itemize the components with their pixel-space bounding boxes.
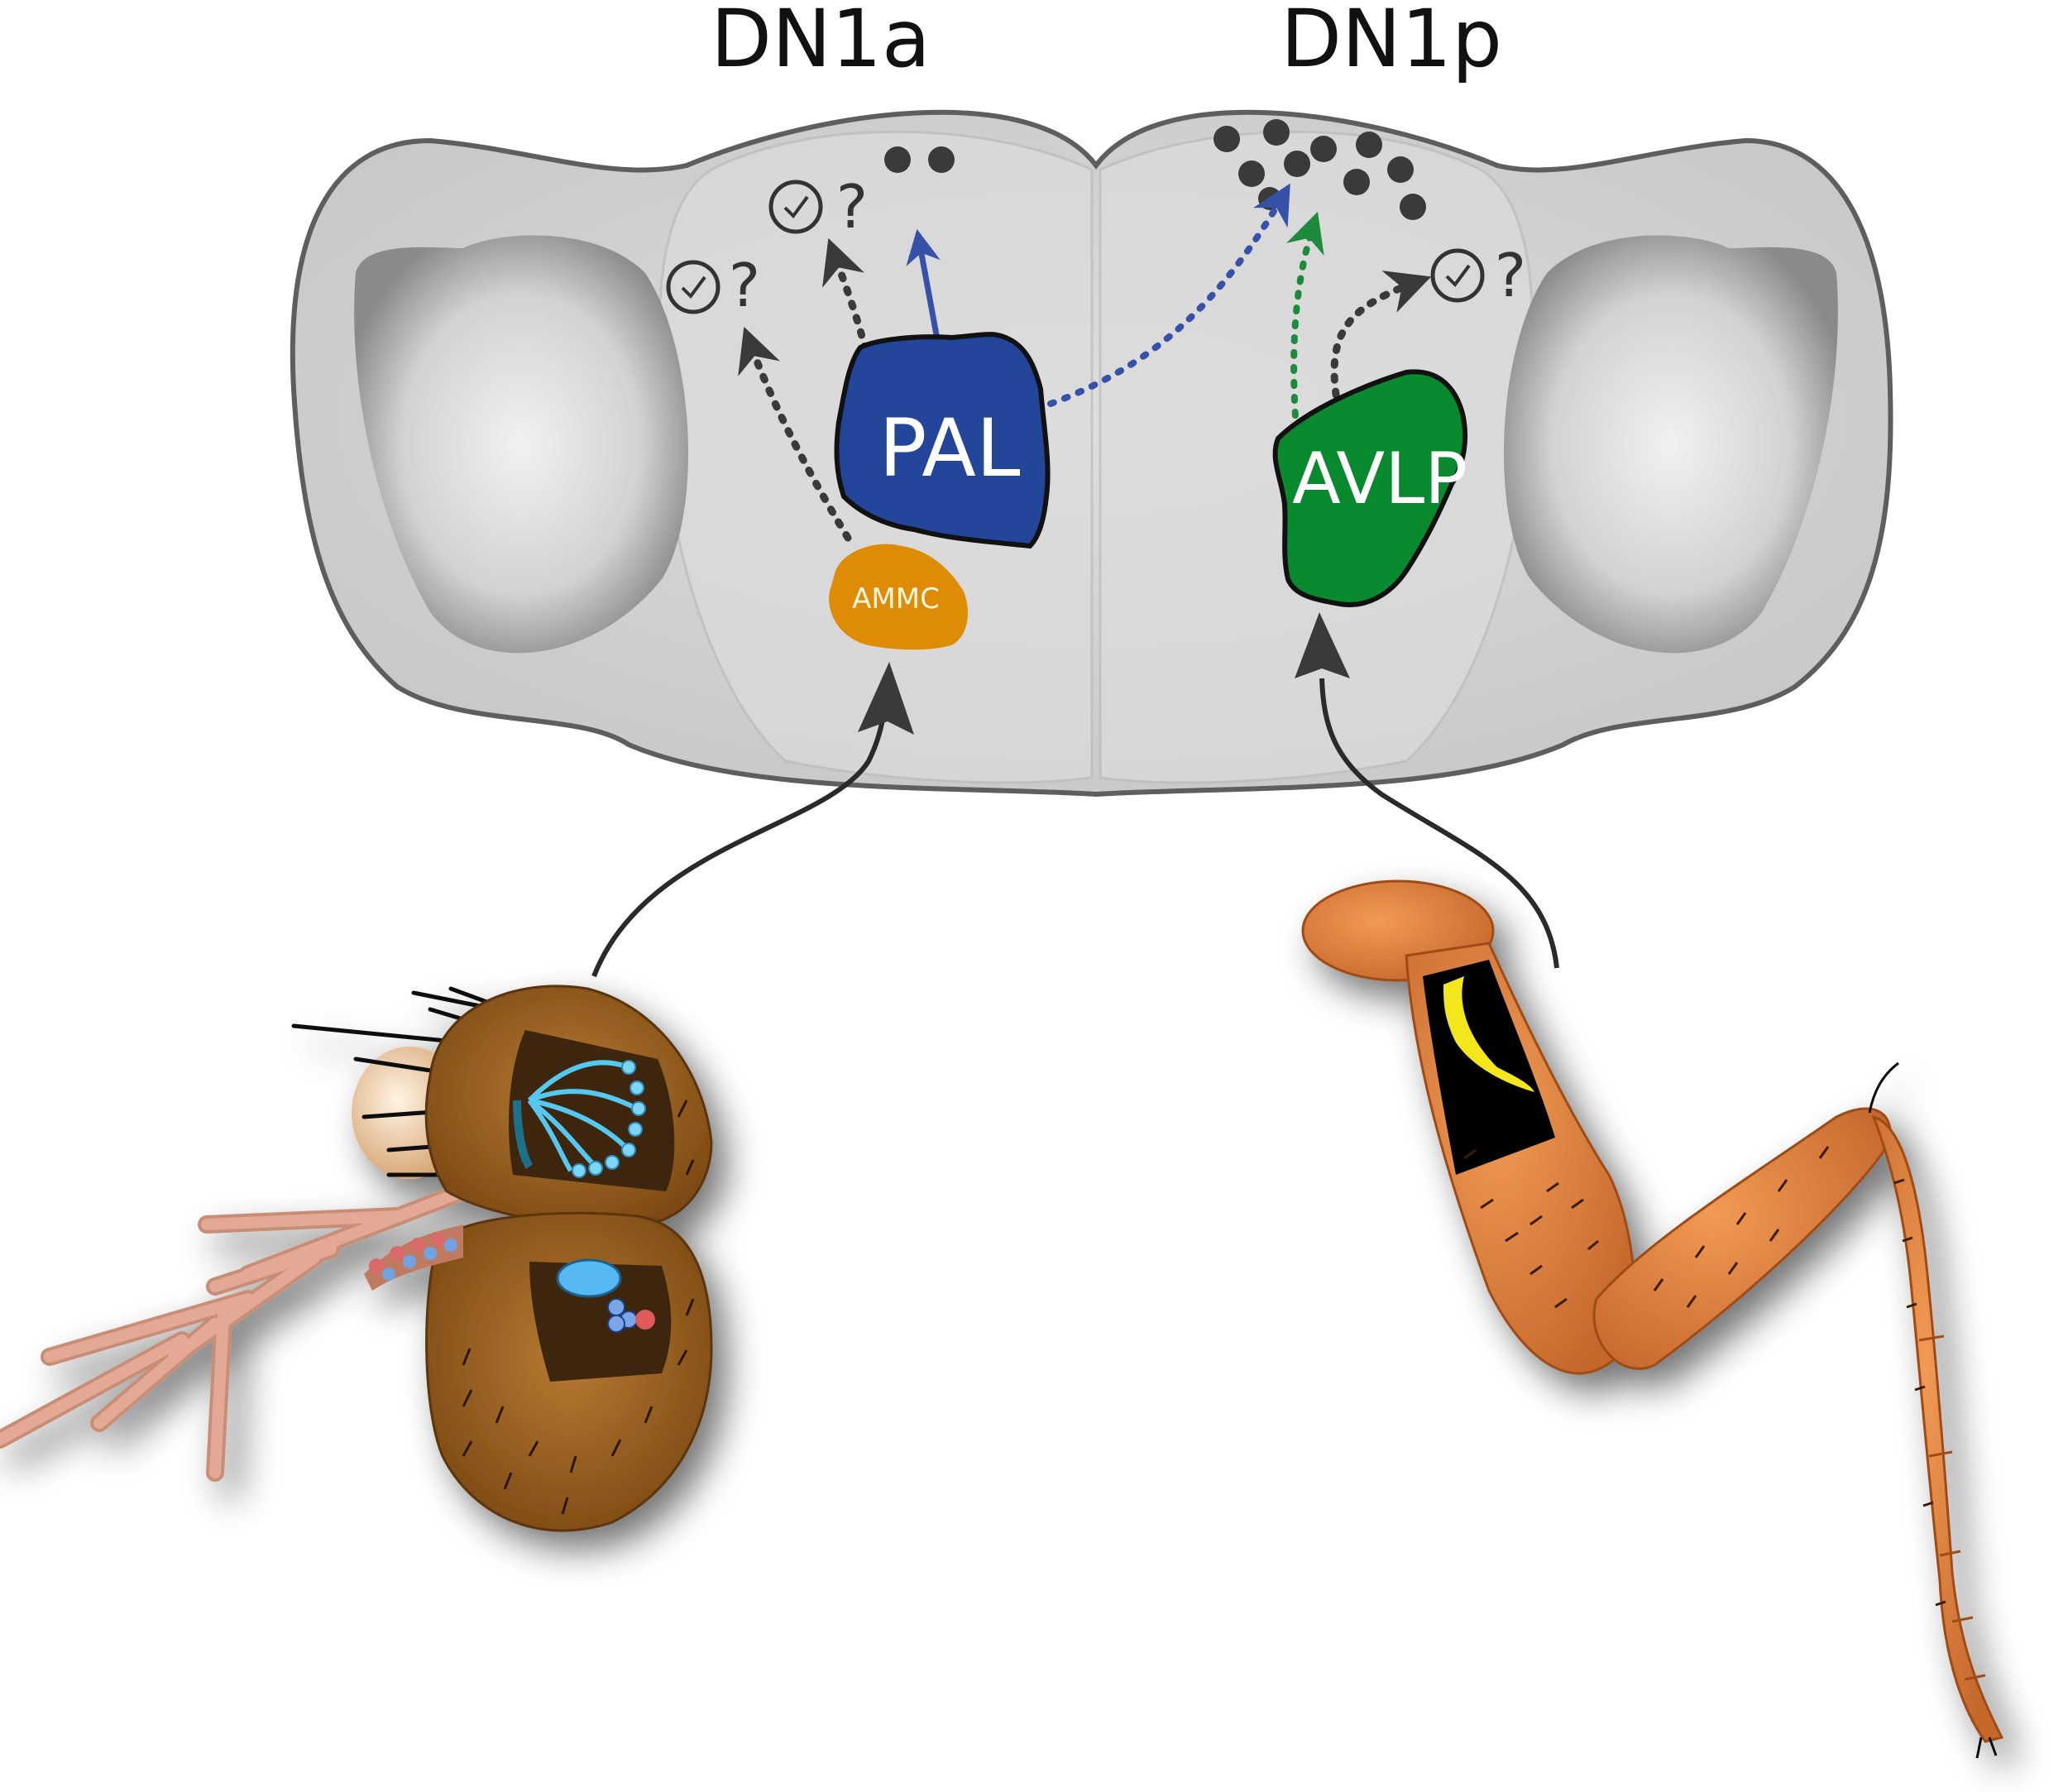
clock-icon-check — [783, 195, 809, 219]
pal-to-dn1p-dotted-arrow — [1047, 183, 1290, 407]
avlp-label: AVLP — [1292, 438, 1467, 520]
chordotonal-organ — [1443, 976, 1534, 1092]
question-mark: ? — [729, 251, 760, 320]
clock-group-2: ? — [768, 172, 868, 242]
dn1p-cluster — [1214, 119, 1426, 220]
clock-group-1: ? — [666, 251, 760, 320]
optic-lobe-left — [354, 235, 689, 654]
pal-region — [834, 332, 1051, 549]
dn1a-label: DN1a — [711, 0, 931, 85]
question-mark: ? — [1495, 241, 1526, 310]
dn1a-cell — [928, 146, 955, 173]
dashed-arrow-ammc-clock — [738, 326, 852, 542]
clock-icon — [666, 260, 720, 314]
dn1a-cell — [884, 146, 911, 173]
question-mark: ? — [836, 172, 868, 242]
johnston-organ — [527, 1060, 639, 1172]
clock-group-3: ? — [1430, 241, 1526, 310]
avlp-region — [1272, 369, 1468, 607]
pal-label: PAL — [879, 402, 1021, 495]
tibia — [1592, 1107, 1893, 1371]
pal-to-dn1a-arrow — [906, 228, 941, 340]
clock-icon-check — [681, 276, 706, 299]
fly-head-illustration — [0, 985, 713, 1532]
arista — [0, 1182, 472, 1482]
lower-cavity — [529, 1262, 672, 1382]
avlp-to-dn1p-dotted-arrow — [1286, 211, 1324, 434]
ammc-label: AMMC — [852, 582, 940, 616]
leg-to-avlp-arrow — [1319, 678, 1559, 969]
optic-lobe-right — [1503, 235, 1838, 654]
clock-icon — [1430, 248, 1485, 303]
leg-to-avlp-arrowhead — [1295, 612, 1350, 678]
clock-icon — [768, 180, 823, 234]
tarsus — [1871, 1114, 2004, 1743]
clock-icon-check — [1445, 264, 1471, 288]
ammc-region — [829, 544, 968, 650]
antenna-to-ammc-arrowhead — [858, 662, 914, 735]
dn1p-label: DN1p — [1281, 0, 1502, 85]
fly-leg-illustration — [1301, 879, 2004, 1759]
lower-organ — [556, 1258, 622, 1298]
dashed-arrow-avlp-clock — [1330, 271, 1432, 414]
